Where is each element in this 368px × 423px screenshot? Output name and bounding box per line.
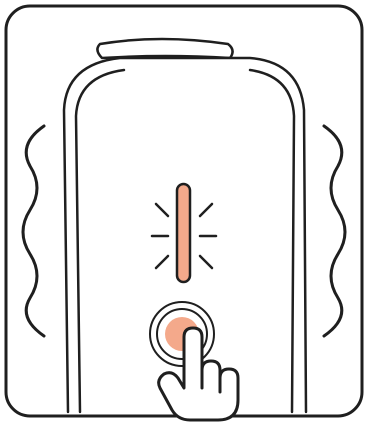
vibration-wave-icon	[324, 126, 345, 336]
vibration-wave-icon	[23, 126, 44, 336]
led-indicator-icon	[177, 184, 190, 282]
power-button-icon[interactable]	[150, 302, 214, 366]
